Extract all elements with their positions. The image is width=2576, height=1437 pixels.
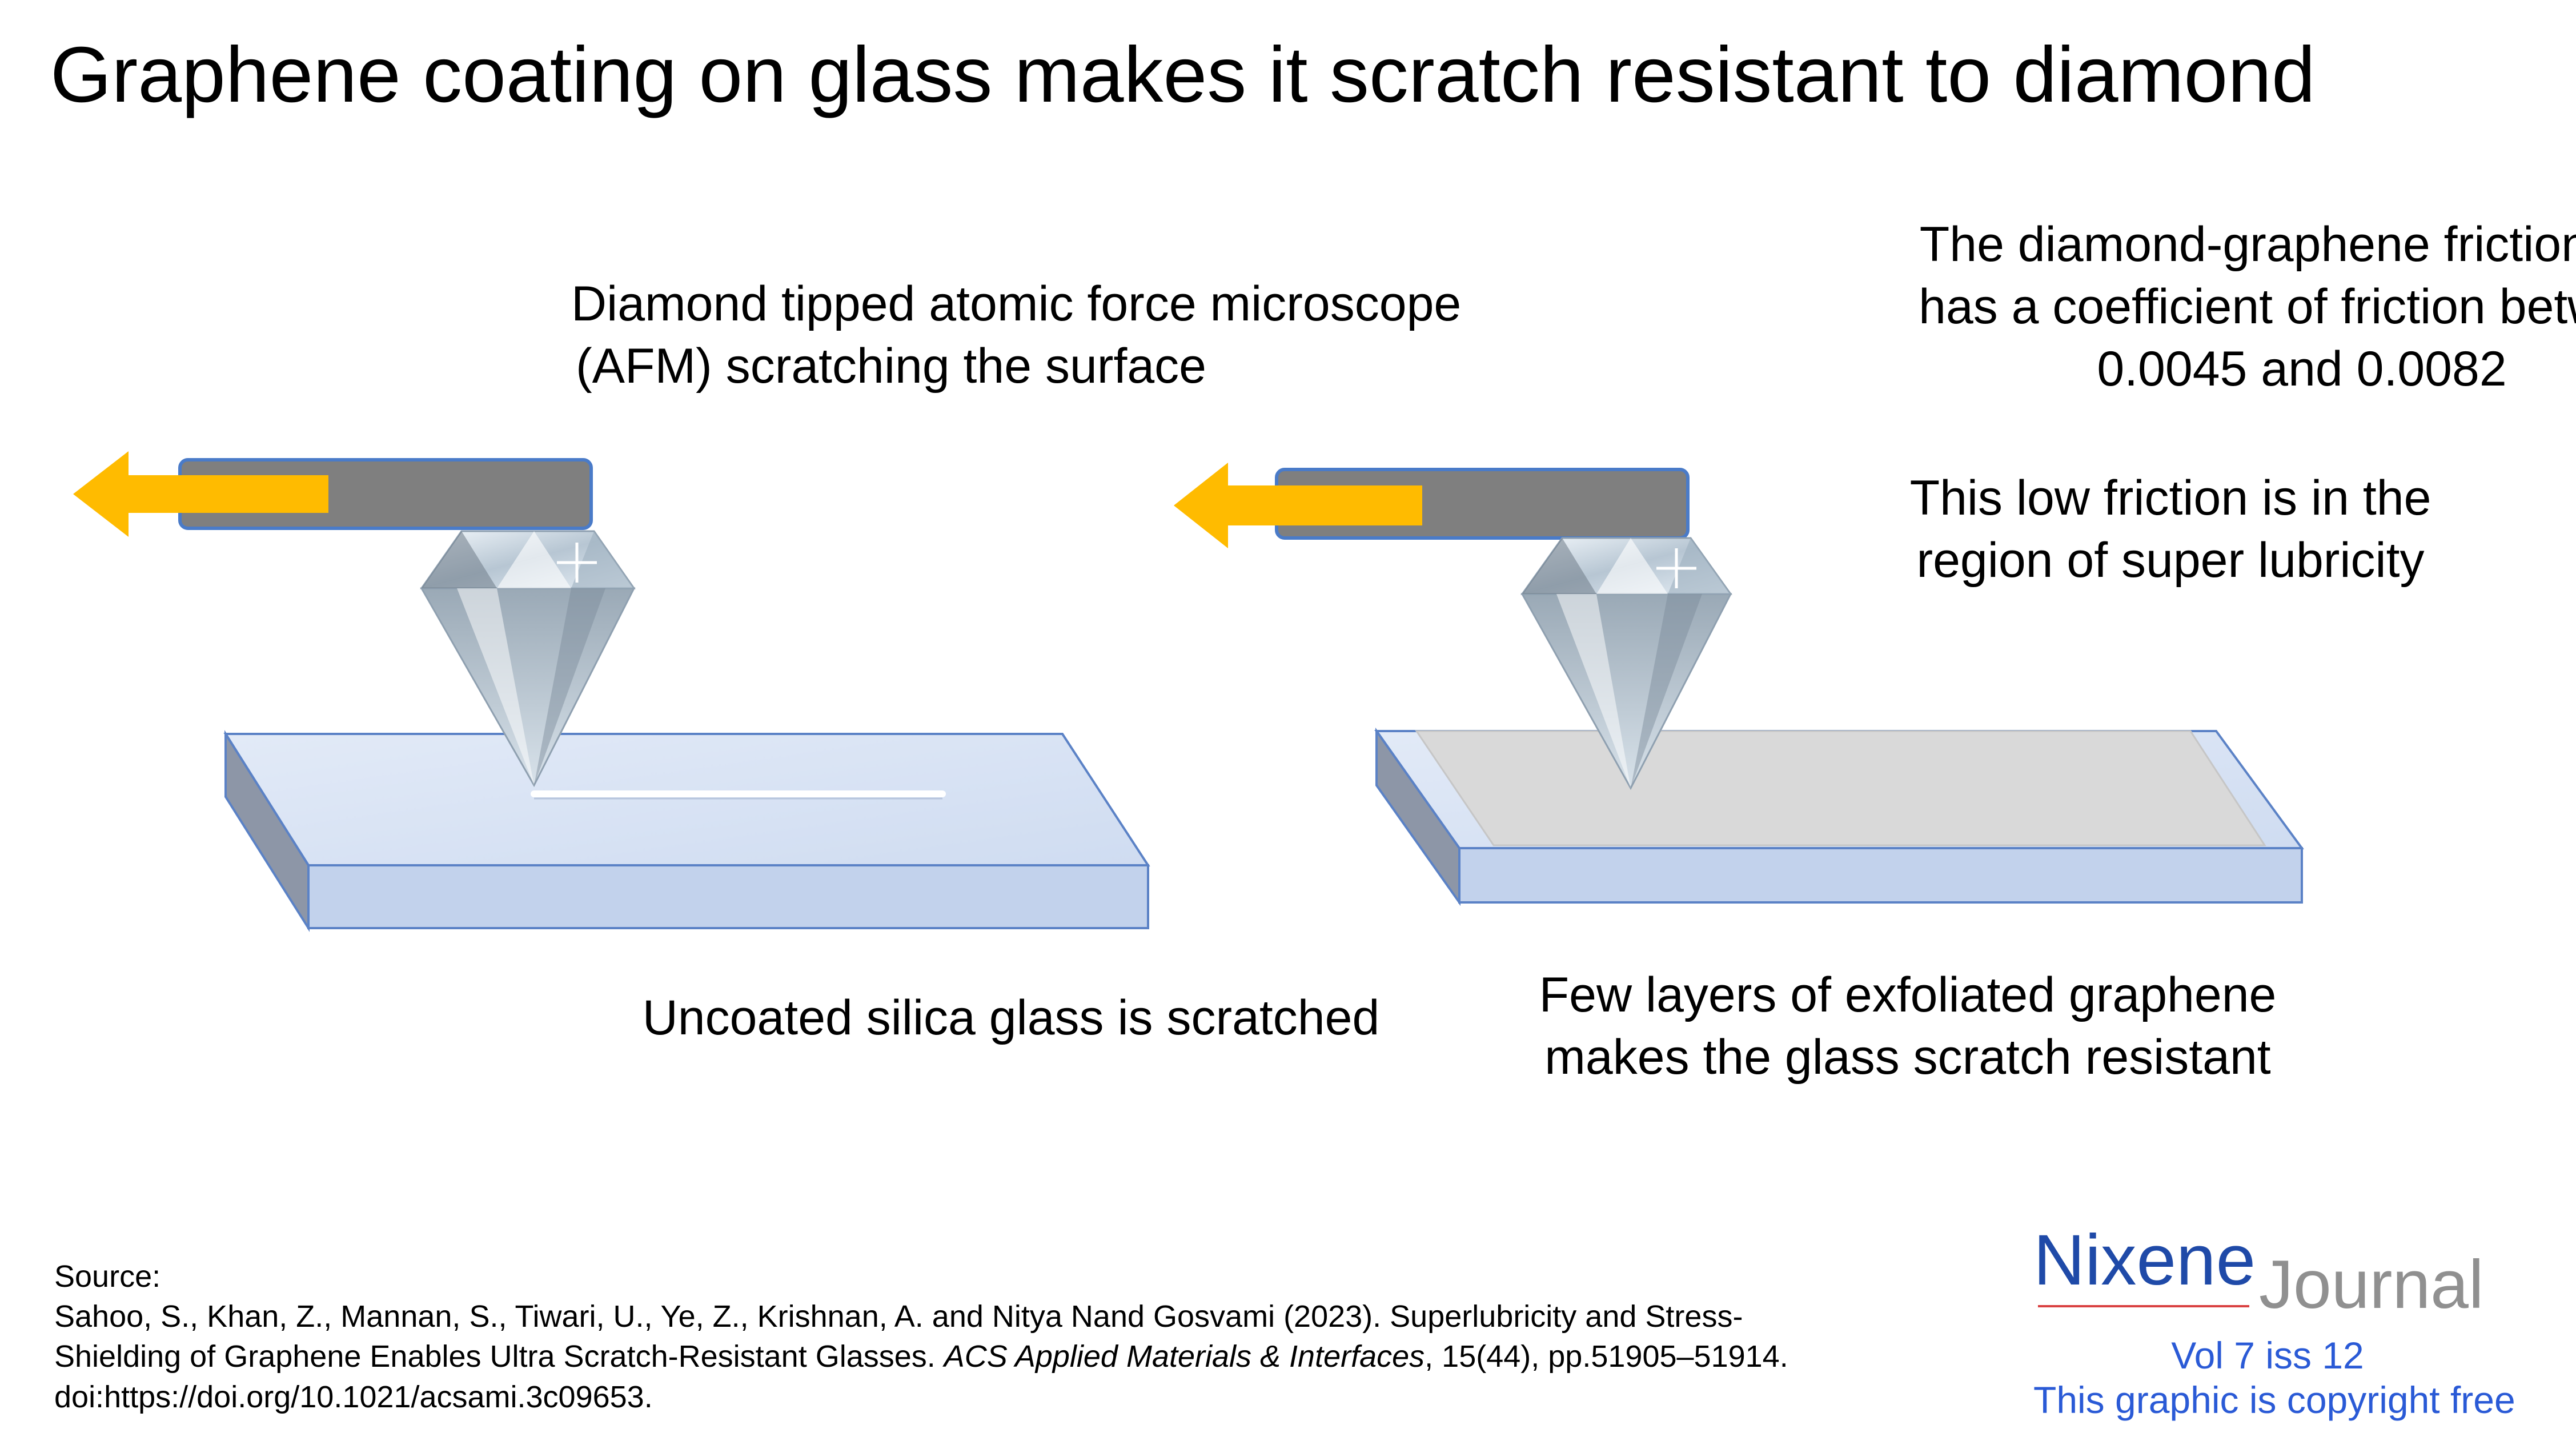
left-glass-top bbox=[223, 733, 1150, 866]
left-motion-arrow bbox=[73, 451, 328, 537]
graphene-layer bbox=[1415, 730, 2266, 846]
volume-label: Vol 7 iss 12 bbox=[2171, 1334, 2364, 1376]
source-label: Source: bbox=[54, 1259, 161, 1294]
source-doi[interactable]: doi:https://doi.org/10.1021/acsami.3c096… bbox=[54, 1379, 653, 1414]
afm-caption-line: Diamond tipped atomic force microscope bbox=[571, 276, 1462, 331]
source-line-1: Sahoo, S., Khan, Z., Mannan, S., Tiwari,… bbox=[54, 1299, 1743, 1334]
source-line-2-text: Shielding of Graphene Enables Ultra Scra… bbox=[54, 1339, 944, 1374]
afm-caption: Diamond tipped atomic force microscope (… bbox=[571, 273, 1462, 398]
left-diamond-facet-3 bbox=[534, 588, 605, 785]
friction-caption: The diamond-graphene friction pair has a… bbox=[1856, 214, 2576, 401]
source-journal-name: ACS Applied Materials & Interfaces bbox=[944, 1339, 1425, 1374]
right-arrow-shape bbox=[1174, 463, 1422, 548]
left-diamond-facet-1 bbox=[422, 531, 497, 588]
graphene-caption-line: Few layers of exfoliated graphene bbox=[1539, 968, 2277, 1022]
left-diamond-facet-5 bbox=[571, 531, 634, 588]
right-glass-front bbox=[1458, 847, 2303, 904]
graphene-caption-line: makes the glass scratch resistant bbox=[1544, 1030, 2271, 1085]
right-motion-arrow bbox=[1174, 463, 1422, 548]
right-diamond-facet-4 bbox=[1596, 538, 1668, 594]
right-diamond-tip bbox=[1520, 537, 1732, 790]
uncoated-caption: Uncoated silica glass is scratched bbox=[642, 990, 1380, 1045]
graphene-caption: Few layers of exfoliated graphene makes … bbox=[1519, 964, 2296, 1089]
source-citation: Source: Sahoo, S., Khan, Z., Mannan, S.,… bbox=[54, 1257, 1788, 1417]
friction-caption-line: 0.0045 and 0.0082 bbox=[2097, 342, 2507, 397]
lubricity-caption-line: region of super lubricity bbox=[1916, 533, 2425, 588]
left-glass-front bbox=[307, 864, 1149, 929]
source-line-2: Shielding of Graphene Enables Ultra Scra… bbox=[54, 1336, 1788, 1376]
right-diamond-facet-2 bbox=[1556, 594, 1631, 788]
brand-suffix: Journal bbox=[2259, 1246, 2484, 1323]
nixene-journal-logo: Nixene Journal Vol 7 iss 12 This graphic… bbox=[2033, 1219, 2515, 1421]
afm-caption-line: (AFM) scratching the surface bbox=[575, 339, 1207, 394]
brand-name: Nixene bbox=[2033, 1221, 2256, 1300]
left-diamond-facet-2 bbox=[457, 588, 534, 785]
friction-caption-line: The diamond-graphene friction pair bbox=[1919, 217, 2576, 272]
lubricity-caption: This low friction is in the region of su… bbox=[1856, 467, 2485, 592]
page-title: Graphene coating on glass makes it scrat… bbox=[50, 31, 2316, 119]
left-diamond-tip bbox=[420, 530, 636, 788]
lubricity-caption-line: This low friction is in the bbox=[1909, 471, 2431, 525]
left-glass-slab bbox=[223, 730, 1150, 932]
left-diamond-facet-4 bbox=[497, 531, 571, 588]
brand-underline bbox=[2038, 1305, 2249, 1307]
source-line-2-tail: , 15(44), pp.51905–51914. bbox=[1425, 1339, 1788, 1374]
right-diamond-facet-1 bbox=[1522, 538, 1596, 594]
right-diamond-facet-5 bbox=[1668, 538, 1731, 594]
friction-caption-line: has a coefficient of friction between bbox=[1919, 279, 2576, 335]
copyright-notice: This graphic is copyright free bbox=[2033, 1379, 2515, 1421]
right-diamond-facet-3 bbox=[1631, 594, 1702, 788]
left-arrow-shape bbox=[73, 451, 328, 537]
